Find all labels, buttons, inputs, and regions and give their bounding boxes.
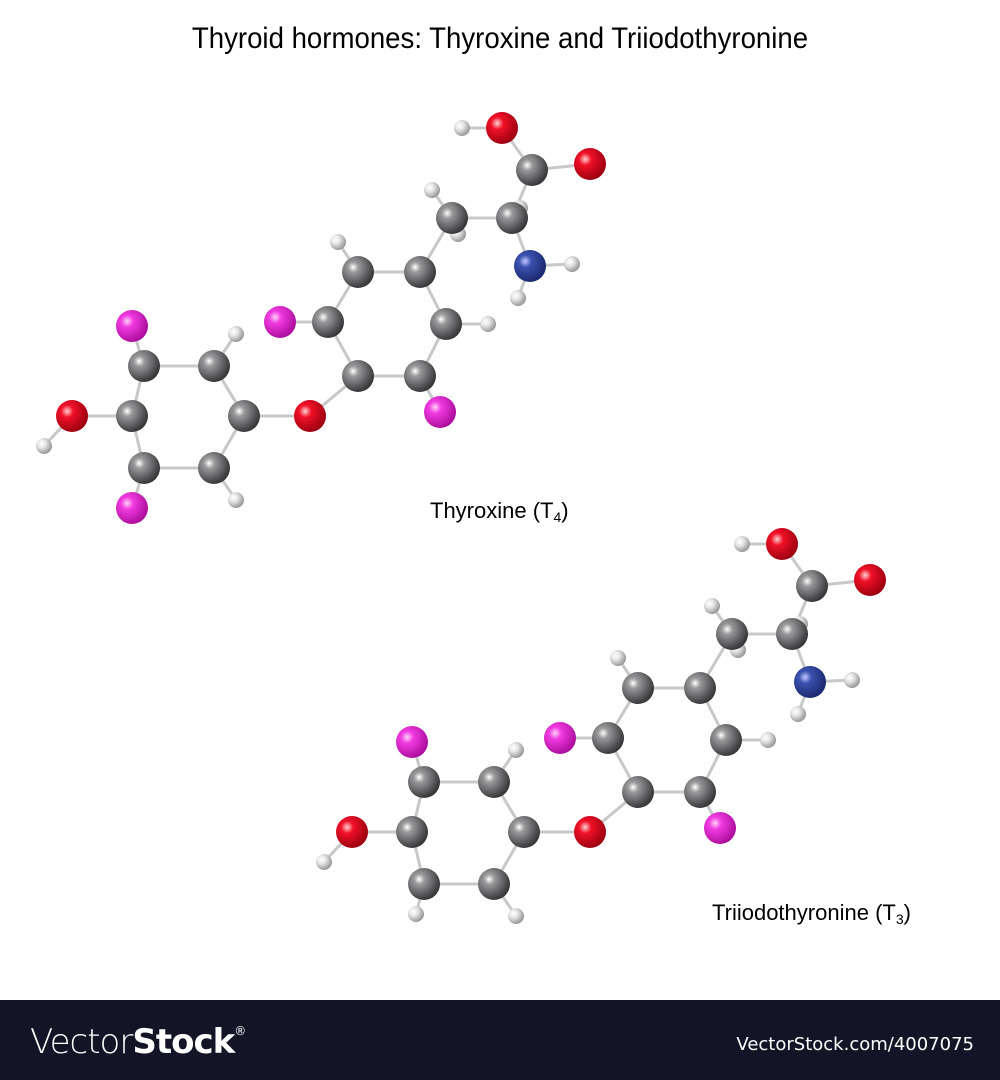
paren: ) [903,900,911,925]
abbr: T [882,900,896,925]
abbr: T [540,498,554,523]
paren: ( [532,498,541,523]
subscript: 3 [895,911,904,927]
vectorstock-logo: VectorStock® [30,1022,246,1062]
thyroxine-label: Thyroxine (T4) [430,498,569,525]
logo-text-thin: Vector [30,1022,133,1062]
registered-mark: ® [234,1024,246,1038]
paren: ) [561,498,569,523]
molecule-name: Triiodothyronine [712,900,869,925]
page-title: Thyroid hormones: Thyroxine and Triiodot… [191,22,809,55]
paren: ( [875,900,883,925]
molecule-name: Thyroxine [430,498,527,523]
logo-text-bold: Stock [132,1022,235,1062]
watermark-footer: VectorStock® VectorStock.com/4007075 [0,1000,1000,1080]
subscript: 4 [553,509,562,525]
triiodothyronine-label: Triiodothyronine (T3) [712,900,911,927]
image-url: VectorStock.com/4007075 [736,1034,974,1055]
molecule-diagrams [36,112,886,924]
